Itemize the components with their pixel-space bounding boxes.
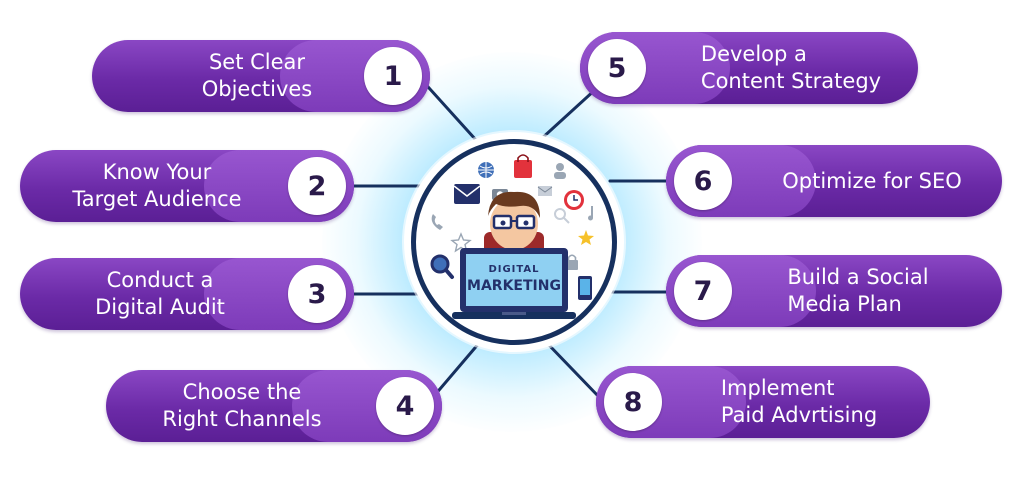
step-2-line1: Know Your: [102, 160, 212, 184]
step-4-number: 4: [376, 377, 434, 435]
person-avatar-icon: [484, 191, 544, 254]
step-2-number: 2: [288, 157, 346, 215]
magnifier-icon: [430, 254, 454, 279]
hub-title-line1: DIGITAL: [488, 264, 540, 275]
hub-illustration: [430, 154, 594, 319]
step-1-line1: Set Clear: [208, 50, 306, 74]
step-1-number: 1: [364, 47, 422, 105]
envelope-icon: [537, 186, 553, 196]
laptop-icon: [452, 248, 576, 319]
center-hub: DIGITAL MARKETING: [404, 132, 624, 352]
step-7-number: 7: [674, 262, 732, 320]
step-3: Conduct a Digital Audit 3: [20, 258, 354, 330]
step-1-line2: Objectives: [201, 77, 313, 101]
step-7-line2: Media Plan: [787, 292, 902, 316]
connector-8: [544, 340, 602, 400]
lock-icon: [566, 254, 578, 270]
star-icon: [450, 232, 472, 253]
connector-1: [418, 76, 478, 142]
star-icon: [578, 230, 594, 245]
step-3-number: 3: [288, 265, 346, 323]
step-8-line1: Implement: [720, 376, 835, 400]
step-7-line1: Build a Social: [787, 265, 929, 289]
step-2-line2: Target Audience: [72, 187, 242, 211]
phone-icon: [431, 214, 443, 230]
step-3-line1: Conduct a: [106, 268, 214, 292]
step-3-line2: Digital Audit: [95, 295, 225, 319]
step-5: 5 Develop a Content Strategy: [580, 32, 918, 104]
step-6: 6 Optimize for SEO: [666, 145, 1002, 217]
step-8-line2: Paid Advrtising: [720, 403, 878, 427]
shopping-bag-icon: [514, 154, 532, 178]
mobile-phone-icon: [578, 276, 592, 300]
step-4-line1: Choose the: [182, 380, 302, 404]
step-8-number: 8: [604, 373, 662, 431]
magnifier-icon: [554, 208, 570, 224]
step-5-number: 5: [588, 39, 646, 97]
step-5-line2: Content Strategy: [700, 69, 882, 93]
clock-icon: [564, 190, 584, 210]
user-icon: [554, 163, 566, 179]
step-6-number: 6: [674, 152, 732, 210]
hub-title-line2: MARKETING: [467, 278, 561, 294]
step-5-line1: Develop a: [700, 42, 807, 66]
step-6-line1: Optimize for SEO: [782, 168, 962, 193]
envelope-icon: [453, 184, 481, 204]
globe-icon: [478, 162, 494, 178]
music-note-icon: [588, 206, 593, 221]
connector-4: [432, 340, 482, 398]
step-4-line2: Right Channels: [162, 407, 322, 431]
